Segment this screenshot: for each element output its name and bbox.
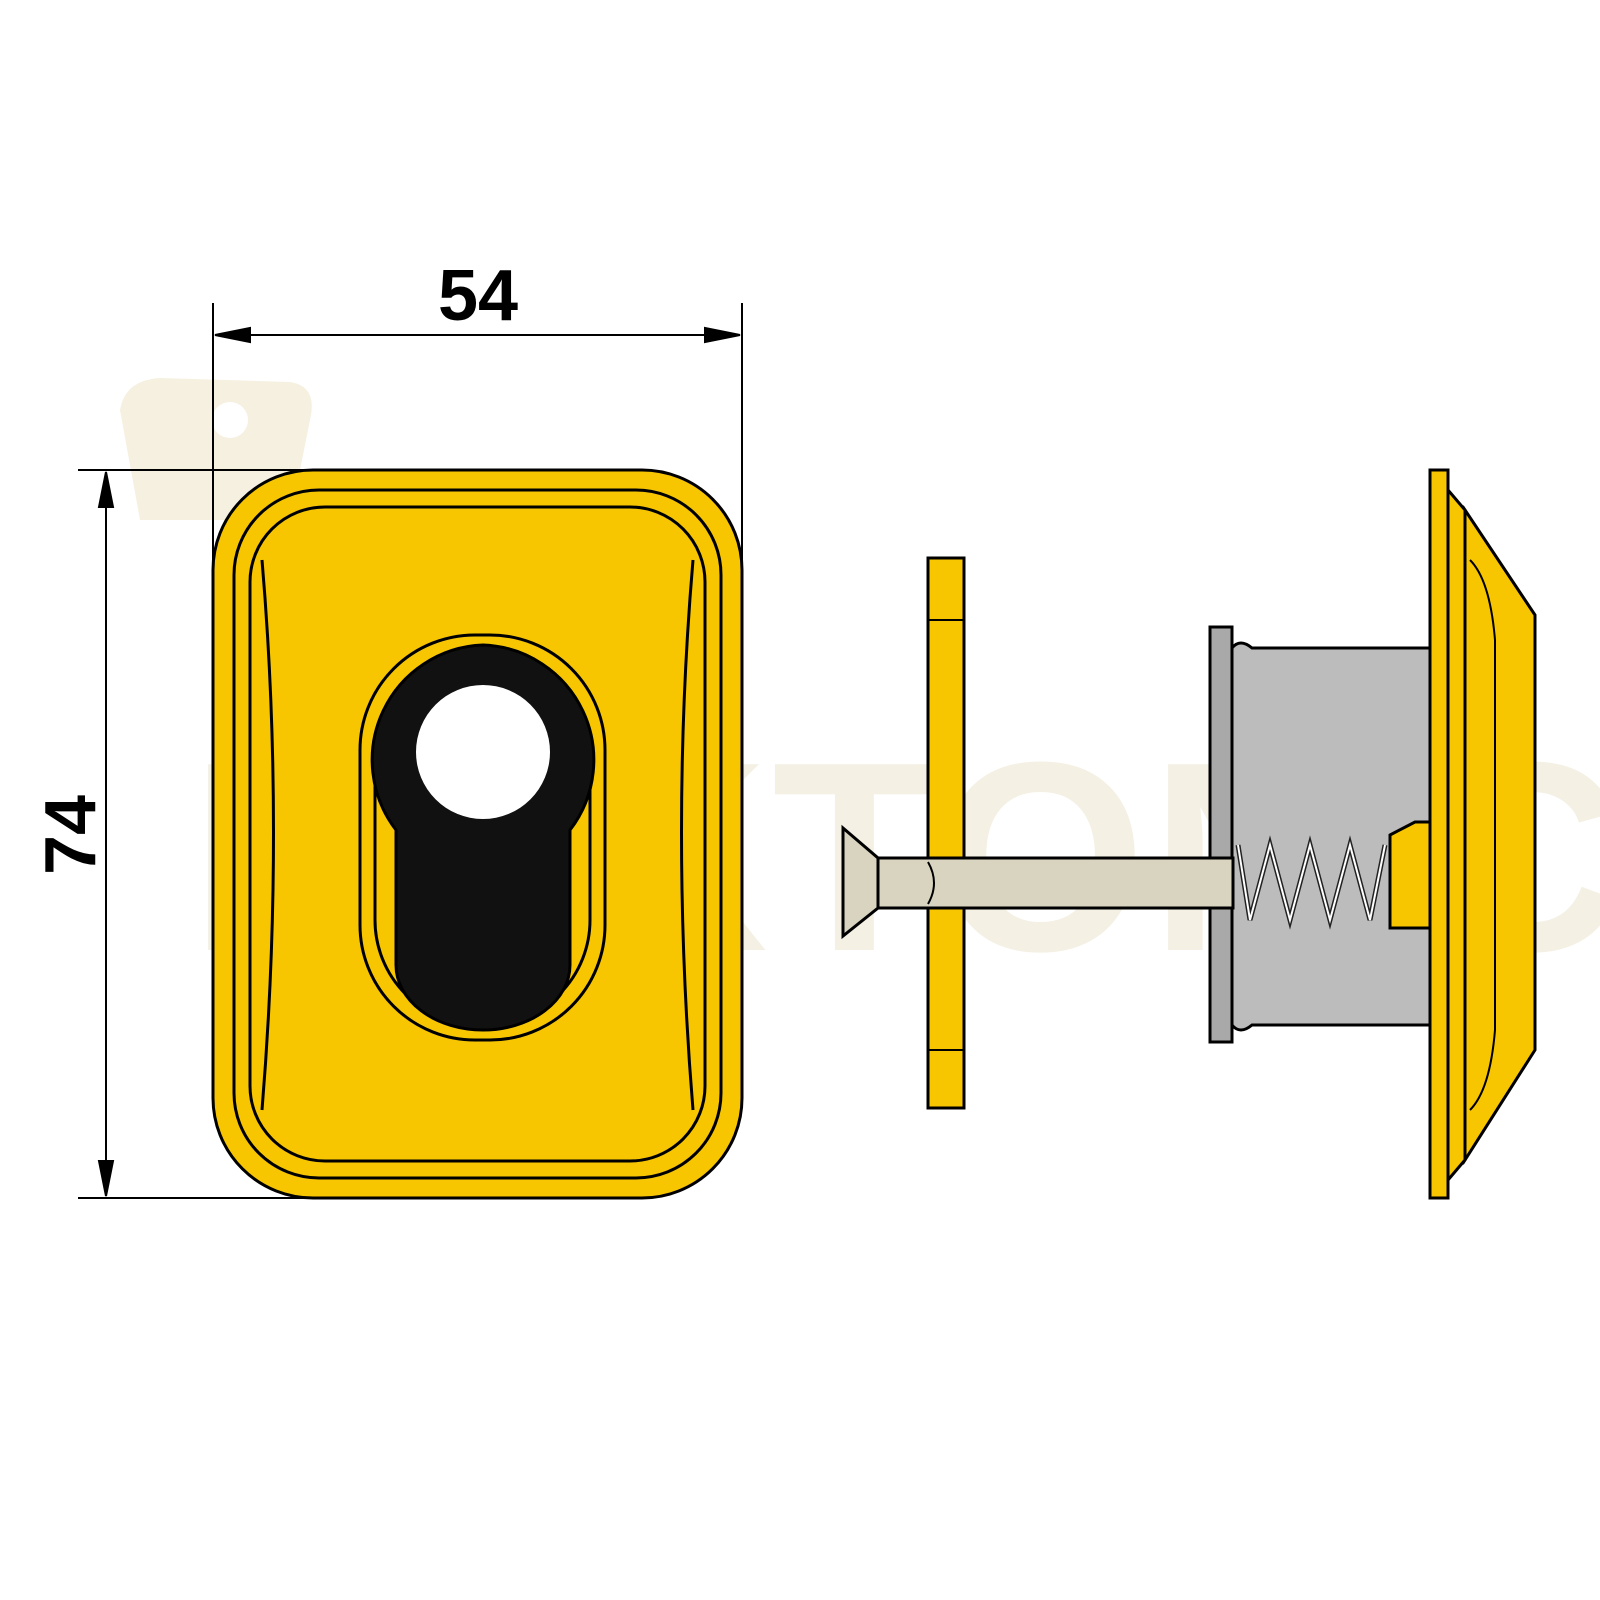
height-dimension (78, 469, 310, 1199)
fixing-screw (841, 824, 1235, 940)
back-plate (926, 556, 966, 1110)
width-dimension (212, 303, 743, 575)
rear-rose (1428, 468, 1537, 1200)
front-escutcheon-plate (211, 468, 744, 1200)
spring-cylinder (1208, 625, 1432, 1044)
height-dimension-label: 74 (31, 795, 111, 875)
retaining-nut (1388, 820, 1432, 930)
width-dimension-label: 54 (438, 256, 518, 336)
spring (1235, 835, 1388, 930)
